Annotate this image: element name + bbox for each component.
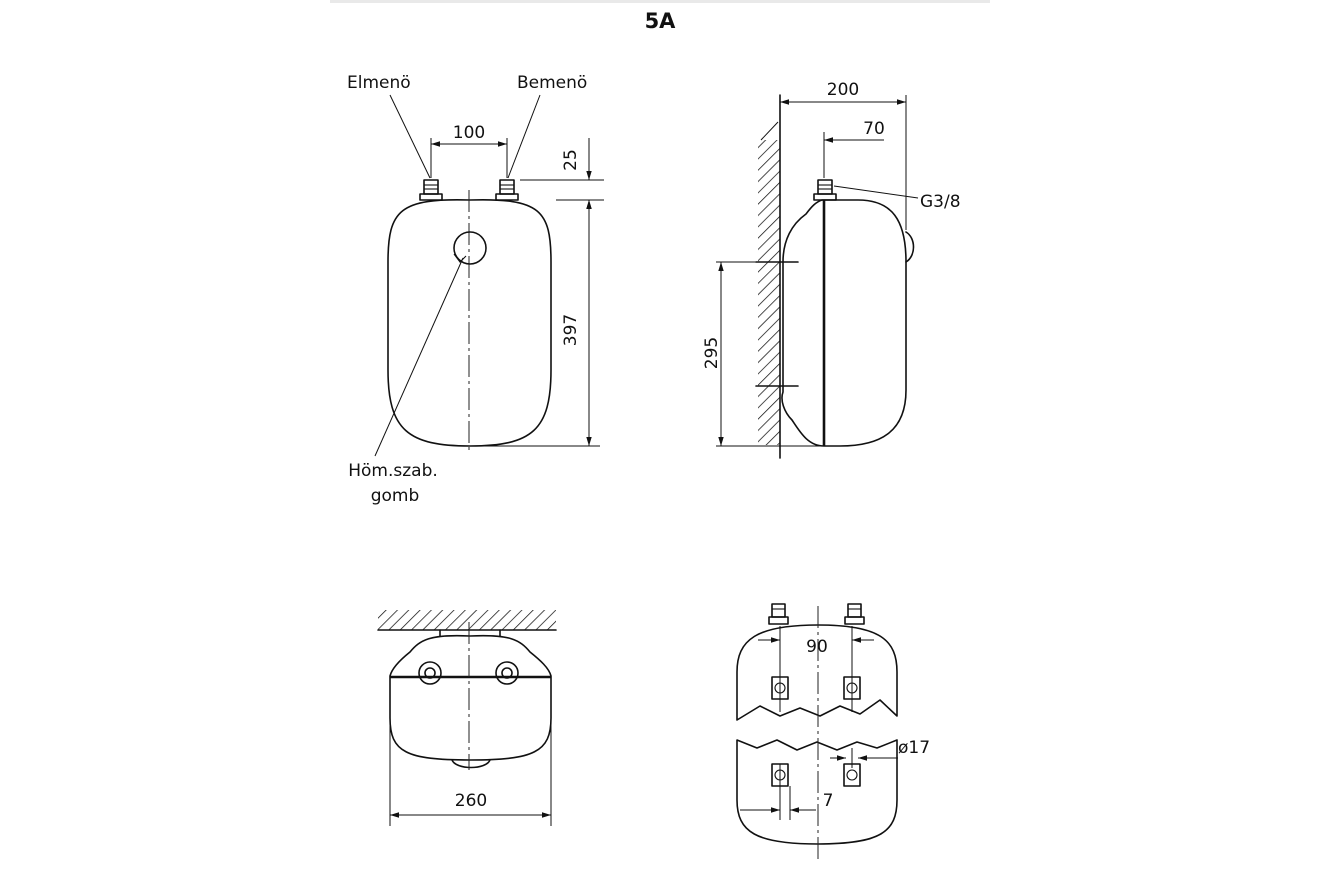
side-view: 200 70 G3/8 295	[702, 80, 961, 459]
side-connector	[813, 179, 837, 201]
knob-leader	[374, 257, 464, 457]
knob-label-line1: Höm.szab.	[348, 461, 438, 481]
connector-height-dimension: 25	[561, 149, 581, 171]
thread-leader	[833, 185, 919, 199]
ceiling-hatch	[378, 610, 556, 630]
thread-label: G3/8	[920, 192, 961, 212]
knob-mark	[453, 253, 467, 263]
hole-diameter-dimension: ø17	[898, 738, 930, 758]
connector-offset-dimension: 70	[863, 119, 885, 139]
top-mounting-lugs	[439, 629, 501, 637]
rear-upper-body	[736, 624, 898, 721]
heater-side-body	[781, 199, 907, 447]
top-knob-bump	[451, 759, 491, 769]
mount-height-dimension: 295	[702, 337, 722, 369]
rear-lower-body	[736, 739, 898, 845]
heater-top-body	[389, 634, 552, 761]
wall-hatch	[758, 140, 780, 445]
top-border-strip	[330, 0, 990, 3]
spacing-dimension: 100	[453, 123, 485, 143]
hole-spacing-dimension: 90	[806, 637, 828, 657]
width-dimension: 260	[455, 791, 487, 811]
top-pipe-right	[501, 667, 513, 679]
height-dimension: 397	[561, 314, 581, 346]
rear-connector-left	[768, 603, 789, 625]
knob-label-line2: gomb	[371, 486, 420, 506]
mounting-view: 90 ø17 7	[736, 603, 930, 862]
inlet-label: Bemenö	[517, 73, 587, 93]
inlet-leader	[507, 94, 541, 179]
inlet-connector	[495, 179, 519, 201]
top-view: 260	[377, 610, 557, 826]
side-knob-bump	[905, 231, 915, 263]
outlet-label: Elmenö	[347, 73, 411, 93]
thermostat-knob	[453, 231, 487, 265]
depth-dimension: 200	[827, 80, 859, 100]
outlet-connector	[419, 179, 443, 201]
heater-front-body	[387, 199, 552, 447]
front-view: Elmenö Bemenö 100 25 397 Höm.szab. gomb	[347, 73, 604, 506]
top-pipe-left	[424, 667, 436, 679]
drawing-title: 5A	[645, 9, 677, 33]
rear-connector-right	[844, 603, 865, 625]
offset-dimension: 7	[823, 791, 834, 811]
outlet-leader	[389, 94, 431, 179]
